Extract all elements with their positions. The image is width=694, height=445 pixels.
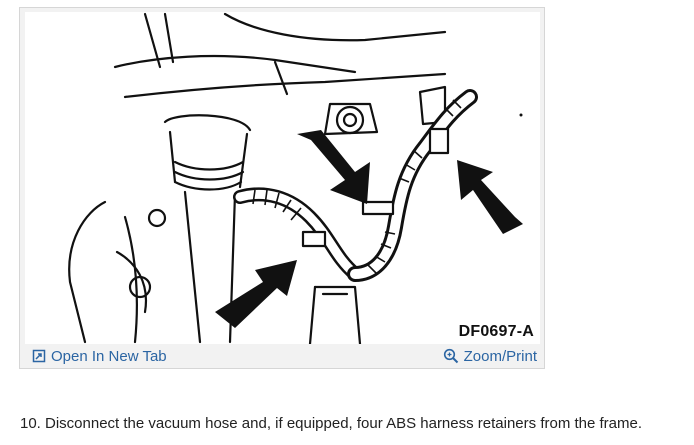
zoom-print-label: Zoom/Print <box>463 347 537 365</box>
vacuum-hose-diagram <box>68 12 523 344</box>
zoom-print-link[interactable]: Zoom/Print <box>443 348 537 365</box>
open-new-tab-label: Open In New Tab <box>51 347 167 365</box>
figure-code: DF0697-A <box>458 323 534 340</box>
magnifier-icon <box>443 348 459 364</box>
arrow-upper-right <box>457 160 523 234</box>
step-caption: 10. Disconnect the vacuum hose and, if e… <box>20 415 643 432</box>
arrow-upper-left <box>297 130 370 204</box>
open-new-tab-link[interactable]: Open In New Tab <box>32 348 167 365</box>
retainer-arrows <box>215 130 523 328</box>
diagram-image: DF0697-A <box>25 12 540 344</box>
arrow-lower-left <box>215 260 297 328</box>
hose-ribs <box>252 99 462 275</box>
open-new-tab-icon <box>32 349 46 363</box>
figure-toolbar: Open In New Tab Zoom/Print <box>20 344 544 368</box>
figure-card: DF0697-A Open In New Tab Zoom/Print <box>19 7 545 369</box>
